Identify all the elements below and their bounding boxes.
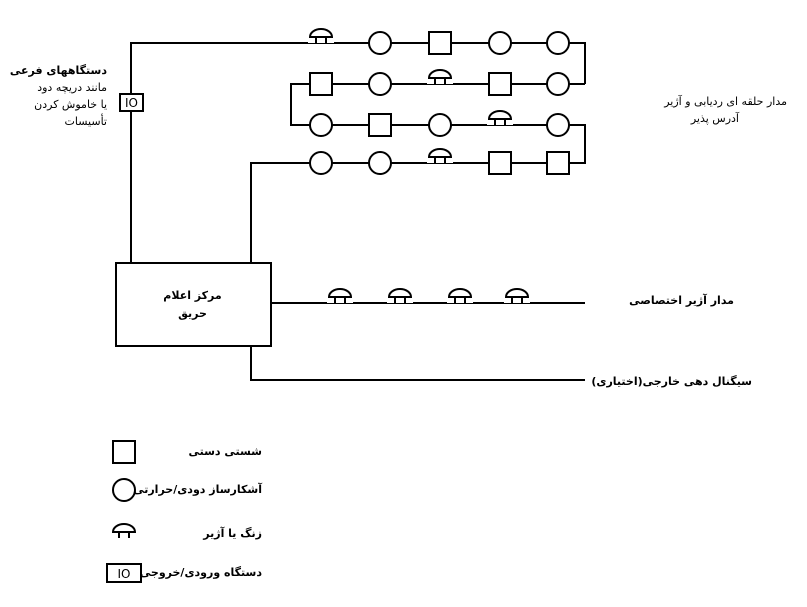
dedicated-sounder-4 xyxy=(504,288,530,303)
dedicated-sounder-label: مدار آژیر اختصاصی xyxy=(629,294,734,307)
aux-devices-label-4: تأسیسات xyxy=(64,115,107,128)
loop-device-r2-c2-circle xyxy=(368,72,392,96)
loop-device-r4-c5-square xyxy=(546,151,570,175)
loop-device-r1-c1-bell xyxy=(308,28,334,43)
aux-devices-label-1: دستگاههای فرعی xyxy=(9,64,107,77)
panel-label-2: حریق xyxy=(178,307,207,320)
io-device: IO xyxy=(119,93,144,112)
loop-device-r1-c5-circle xyxy=(546,31,570,55)
loop-circuit-label-2: آدرس پذیر xyxy=(690,112,739,125)
panel-label-1: مرکز اعلام xyxy=(163,289,222,302)
loop-device-r4-c3-bell xyxy=(427,148,453,163)
loop-device-r3-c2-square xyxy=(368,113,392,137)
panel-box xyxy=(115,262,272,347)
loop-device-r2-c3-bell xyxy=(427,69,453,84)
svg-text:IO: IO xyxy=(118,567,131,581)
legend-symbol-io-box: IO xyxy=(106,563,142,583)
legend-symbol-bell xyxy=(111,523,137,538)
loop-device-r1-c3-square xyxy=(428,31,452,55)
legend-symbols: IO xyxy=(106,440,142,583)
dedicated-sounder-3 xyxy=(447,288,473,303)
legend-symbol-square xyxy=(112,440,136,464)
aux-wire xyxy=(130,42,586,263)
loop-device-r3-c1-circle xyxy=(309,113,333,137)
loop-device-r2-c4-square xyxy=(488,72,512,96)
legend-label-square: شستی دستی xyxy=(188,445,262,458)
legend-label-bell: زنگ یا آژیر xyxy=(203,527,262,540)
io-device-text: IO xyxy=(125,96,138,110)
loop-device-r4-c2-circle xyxy=(368,151,392,175)
loop-wire xyxy=(250,83,586,263)
loop-device-r4-c4-square xyxy=(488,151,512,175)
legend-label-io: دستگاه ورودی/خروجی xyxy=(139,566,262,579)
loop-device-r3-c5-circle xyxy=(546,113,570,137)
legend-symbol-circle xyxy=(112,478,136,502)
loop-device-r2-c5-circle xyxy=(546,72,570,96)
loop-device-r3-c3-circle xyxy=(428,113,452,137)
loop-device-r1-c4-circle xyxy=(488,31,512,55)
loop-circuit-label-1: مدار حلقه ای ردیابی و آژیر xyxy=(664,95,787,108)
dedicated-sounder-devices xyxy=(327,288,530,303)
dedicated-sounder-2 xyxy=(387,288,413,303)
dedicated-sounder-1 xyxy=(327,288,353,303)
legend-label-circle: آشکارساز دودی/حرارتی xyxy=(133,483,262,496)
loop-device-r3-c4-bell xyxy=(487,110,513,125)
loop-device-r1-c2-circle xyxy=(368,31,392,55)
external-wire xyxy=(250,346,585,381)
aux-devices-label-3: یا خاموش کردن xyxy=(34,98,107,111)
external-signal-label: سیگنال دهی خارجی(اختیاری) xyxy=(591,375,752,388)
aux-devices-label-2: مانند دریچه دود xyxy=(37,81,107,94)
loop-device-r4-c1-circle xyxy=(309,151,333,175)
wiring xyxy=(115,42,586,381)
loop-device-r2-c1-square xyxy=(309,72,333,96)
loop-devices xyxy=(308,28,570,175)
